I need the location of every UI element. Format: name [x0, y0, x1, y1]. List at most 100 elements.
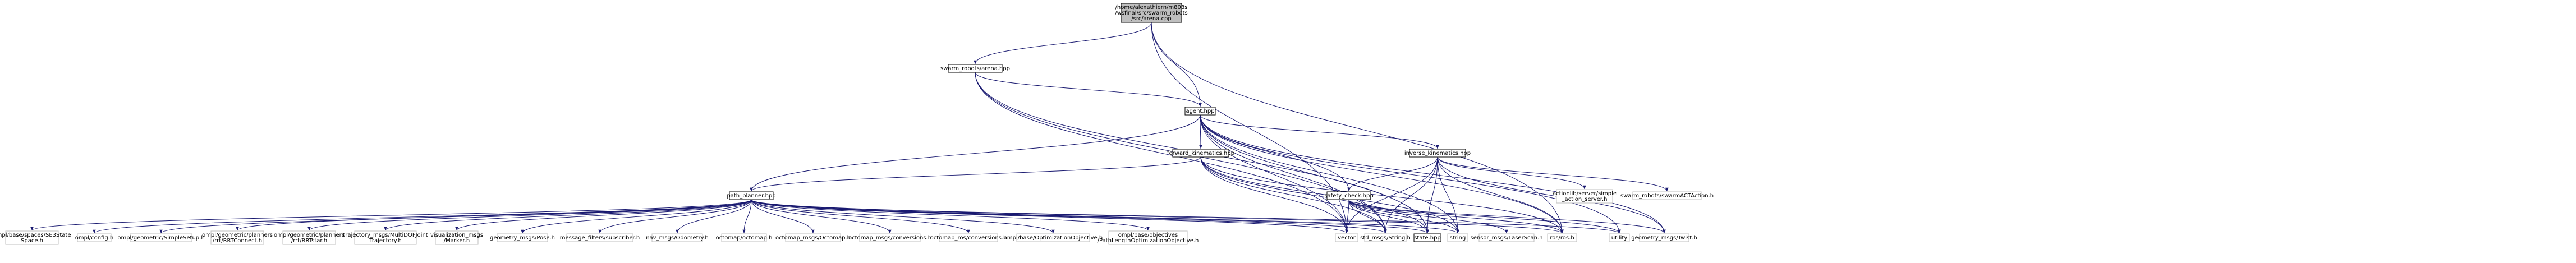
node-label: ompl/config.h	[75, 235, 113, 241]
node-label: trajectory_msgs/MultiDOFJoint	[343, 232, 428, 238]
edge-sc_hpp-to-rosh	[1348, 199, 1564, 234]
node-box	[785, 233, 841, 242]
node-label: path_planner.hpp	[727, 193, 775, 199]
edge-ik_hpp-to-string	[1437, 156, 1459, 234]
edge-sc_hpp-to-vector	[1345, 199, 1349, 234]
node-label: /Marker.h	[444, 238, 470, 244]
node-box	[130, 233, 192, 242]
node-stdstring[interactable]: std_msgs/String.h	[1360, 233, 1411, 242]
node-simplesetup[interactable]: ompl/geometric/SimpleSetup.h	[117, 233, 205, 242]
node-optobj[interactable]: ompl/base/OptimizationObjective.h	[1004, 233, 1103, 242]
edge-pp_hpp-to-se3	[30, 199, 752, 231]
node-octomapmsg[interactable]: octomap_msgs/Octomap.h	[775, 233, 851, 242]
node-label: vector	[1338, 235, 1356, 241]
edge-agent_hpp-to-string	[1200, 114, 1459, 234]
node-label: swarm_robots/swarmACTAction.h	[1620, 193, 1714, 199]
node-rrtstar[interactable]: ompl/geometric/planners/rrt/RRTstar.h	[274, 230, 345, 245]
node-box	[1326, 191, 1371, 200]
edge-ik_hpp-to-vector	[1345, 156, 1438, 234]
edge-sc_hpp-to-utility	[1348, 199, 1621, 234]
node-agent-hpp[interactable]: agent.hpp	[1184, 107, 1216, 116]
node-ik-hpp[interactable]: inverse_kinematics.hpp	[1404, 149, 1471, 158]
node-label: ompl/base/spaces/SE3State	[0, 232, 71, 238]
edge-pp_hpp-to-rrtconnect	[236, 199, 752, 231]
node-box	[5, 230, 59, 245]
edge-fk_hpp-to-rosh	[1200, 156, 1564, 234]
node-label: octomap_msgs/conversions.h	[848, 235, 931, 241]
node-multidof[interactable]: trajectory_msgs/MultiDOFJointTrajectory.…	[343, 230, 428, 245]
edge-pp_hpp-to-rosh	[751, 199, 1564, 234]
node-rosconv[interactable]: octomap_ros/conversions.h	[930, 233, 1007, 242]
node-label: string	[1450, 235, 1466, 241]
node-pp-hpp[interactable]: path_planner.hpp	[727, 191, 776, 200]
node-laserscan[interactable]: sensor_msgs/LaserScan.h	[1470, 233, 1543, 242]
node-fk-hpp[interactable]: forward_kinematics.hpp	[1167, 149, 1234, 158]
node-statehpp[interactable]: state.hpp	[1413, 233, 1441, 242]
edge-ik_hpp-to-rosh	[1437, 156, 1564, 234]
node-label: /PathLengthOptimizationObjective.h	[1098, 238, 1199, 244]
node-label: ompl/geometric/planners	[202, 232, 273, 238]
edge-fk_hpp-to-pp_hpp	[750, 156, 1201, 192]
node-box	[1547, 233, 1577, 242]
edge-pp_hpp-to-octomap	[742, 199, 752, 234]
node-label: /rrt/RRTConnect.h	[213, 238, 262, 244]
edge-arena_hpp-to-vector	[975, 72, 1348, 234]
edge-pp_hpp-to-subscriber	[598, 199, 752, 234]
edge-ik_hpp-to-sc_hpp	[1347, 156, 1438, 192]
node-sc-hpp[interactable]: safety_check.hpp	[1324, 191, 1374, 200]
edge-agent_hpp-to-stdstring	[1200, 114, 1387, 234]
node-msgsconv[interactable]: octomap_msgs/conversions.h	[848, 233, 931, 242]
node-box	[1172, 149, 1229, 158]
dependency-nodes: /home/alexathiern/m808s/wsfinal/src/swar…	[0, 3, 1714, 245]
edge-agent_hpp-to-ik_hpp	[1200, 114, 1439, 149]
node-twist[interactable]: geometry_msgs/Twist.h	[1631, 233, 1697, 242]
edge-pp_hpp-to-utility	[751, 199, 1621, 234]
node-octomap[interactable]: octomap/octomap.h	[716, 233, 773, 242]
node-label: octomap_msgs/Octomap.h	[775, 235, 851, 241]
node-label: utility	[1611, 235, 1628, 241]
node-box	[721, 233, 767, 242]
edge-arena_hpp-to-agent_hpp	[975, 72, 1202, 107]
dependency-edges	[30, 22, 1669, 234]
edge-fk_hpp-to-stdstring	[1200, 156, 1387, 234]
node-root[interactable]: /home/alexathiern/m808s/wsfinal/src/swar…	[1115, 3, 1188, 23]
node-label: ompl/geometric/SimpleSetup.h	[117, 235, 204, 241]
node-odometry[interactable]: nav_msgs/Odometry.h	[646, 233, 709, 242]
node-label: Space.h	[21, 238, 43, 244]
node-config[interactable]: ompl/config.h	[75, 233, 113, 242]
node-label: nav_msgs/Odometry.h	[646, 235, 709, 241]
node-actionlib[interactable]: actionlib/server/simple_action_server.h	[1553, 189, 1617, 204]
node-box	[1639, 233, 1689, 242]
node-box	[1016, 233, 1090, 242]
node-label: safety_check.hpp	[1324, 193, 1373, 199]
edge-pp_hpp-to-string	[751, 199, 1459, 234]
node-subscriber[interactable]: message_filters/subscriber.h	[560, 233, 640, 242]
node-string[interactable]: string	[1447, 233, 1468, 242]
node-box	[1364, 233, 1407, 242]
node-label: inverse_kinematics.hpp	[1404, 150, 1471, 156]
node-pathlen[interactable]: ompl/base/objectives/PathLengthOptimizat…	[1098, 230, 1199, 245]
node-vector[interactable]: vector	[1335, 233, 1358, 242]
node-box	[1447, 233, 1468, 242]
node-rrtconnect[interactable]: ompl/geometric/planners/rrt/RRTConnect.h	[202, 230, 273, 245]
edge-sc_hpp-to-laserscan	[1348, 199, 1508, 234]
node-utility[interactable]: utility	[1609, 233, 1630, 242]
node-box	[210, 230, 264, 245]
node-pose[interactable]: geometry_msgs/Pose.h	[490, 233, 555, 242]
node-box	[1121, 3, 1182, 23]
node-arena-hpp[interactable]: swarm_robots/arena.hpp	[940, 64, 1010, 73]
node-box	[566, 233, 633, 242]
node-label: ompl/geometric/planners	[274, 232, 345, 238]
node-swarmact[interactable]: swarm_robots/swarmACTAction.h	[1620, 191, 1714, 200]
node-box	[859, 233, 921, 242]
node-box	[729, 191, 774, 200]
node-box	[1609, 233, 1630, 242]
node-box	[1413, 233, 1441, 242]
edge-agent_hpp-to-vector	[1200, 114, 1348, 234]
node-label: message_filters/subscriber.h	[560, 235, 640, 241]
node-rosh[interactable]: ros/ros.h	[1547, 233, 1577, 242]
node-box	[77, 233, 112, 242]
node-marker[interactable]: visualization_msgs/Marker.h	[430, 230, 483, 245]
